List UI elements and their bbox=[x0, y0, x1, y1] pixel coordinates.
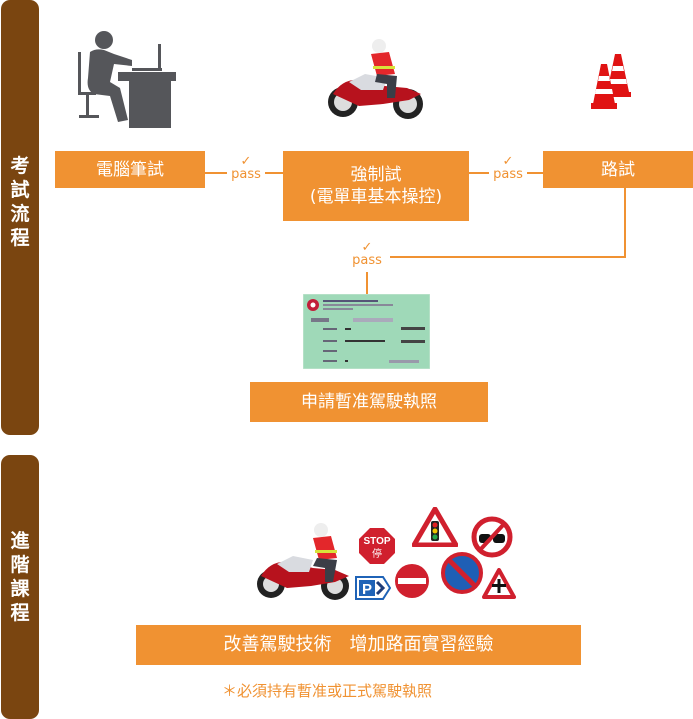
connector-line bbox=[265, 172, 283, 174]
motorcycle-rider-image bbox=[328, 39, 423, 119]
step-road-test: 路試 bbox=[543, 151, 693, 188]
step-computer-test: 電腦筆試 bbox=[55, 151, 205, 188]
stop-sign-text-zh: 停 bbox=[372, 547, 382, 560]
traffic-light-warning-sign bbox=[412, 507, 458, 547]
step-label: 強制試 bbox=[350, 165, 402, 185]
step-label: 電腦筆試 bbox=[96, 159, 164, 180]
pass-text: pass bbox=[352, 253, 382, 268]
section-char: 程 bbox=[10, 602, 30, 624]
step-sublabel: (電單車基本操控) bbox=[309, 187, 443, 207]
stop-sign-text: STOP bbox=[363, 536, 390, 547]
section-char: 程 bbox=[10, 227, 30, 249]
stop-sign: STOP 停 bbox=[357, 526, 397, 566]
section-char: 流 bbox=[10, 203, 30, 225]
crossroads-warning-sign bbox=[482, 568, 516, 599]
parking-sign-text: P bbox=[362, 581, 372, 598]
pass-text: pass bbox=[231, 167, 261, 182]
advanced-course-section-label: 進 階 課 程 bbox=[1, 455, 39, 719]
pass-label: ✓ pass bbox=[227, 154, 265, 182]
section-char: 試 bbox=[10, 179, 30, 201]
driving-license-card-image bbox=[303, 294, 430, 369]
no-entry-sign bbox=[393, 562, 431, 600]
step-label: 路試 bbox=[601, 159, 635, 180]
connector-line bbox=[205, 172, 227, 174]
check-icon: ✓ bbox=[361, 240, 373, 255]
section-char: 進 bbox=[10, 530, 30, 552]
section-char: 考 bbox=[10, 155, 30, 177]
person-at-computer-icon bbox=[78, 31, 176, 128]
pass-label: ✓ pass bbox=[489, 154, 527, 182]
parking-sign: P bbox=[355, 576, 391, 600]
step-apply-license: 申請暫准駕駛執照 bbox=[250, 382, 488, 422]
banner-text: 改善駕駛技術 增加路面實習經驗 bbox=[223, 634, 494, 655]
motorcycle-rider-image bbox=[257, 523, 349, 600]
traffic-cones-icon bbox=[591, 54, 631, 109]
license-requirement-note: ＊必須持有暫准或正式駕駛執照 bbox=[222, 680, 482, 701]
section-char: 階 bbox=[10, 554, 30, 576]
check-icon: ✓ bbox=[240, 154, 252, 169]
no-parking-sign bbox=[441, 552, 483, 594]
connector-line bbox=[527, 172, 543, 174]
pass-text: pass bbox=[493, 167, 523, 182]
step-label: 申請暫准駕駛執照 bbox=[301, 392, 437, 412]
section-char: 課 bbox=[10, 578, 30, 600]
connector-line bbox=[390, 256, 626, 258]
exam-flow-section-label: 考 試 流 程 bbox=[1, 0, 39, 435]
step-mandatory-test: 強制試 (電單車基本操控) bbox=[283, 151, 469, 221]
connector-line bbox=[366, 272, 368, 294]
no-overtaking-sign bbox=[471, 516, 513, 558]
pass-label: ✓ pass bbox=[347, 240, 387, 268]
advanced-course-banner: 改善駕駛技術 增加路面實習經驗 bbox=[136, 625, 581, 665]
check-icon: ✓ bbox=[502, 154, 514, 169]
connector-line bbox=[624, 188, 626, 258]
connector-line bbox=[469, 172, 489, 174]
note-text: ＊必須持有暫准或正式駕駛執照 bbox=[222, 682, 433, 700]
